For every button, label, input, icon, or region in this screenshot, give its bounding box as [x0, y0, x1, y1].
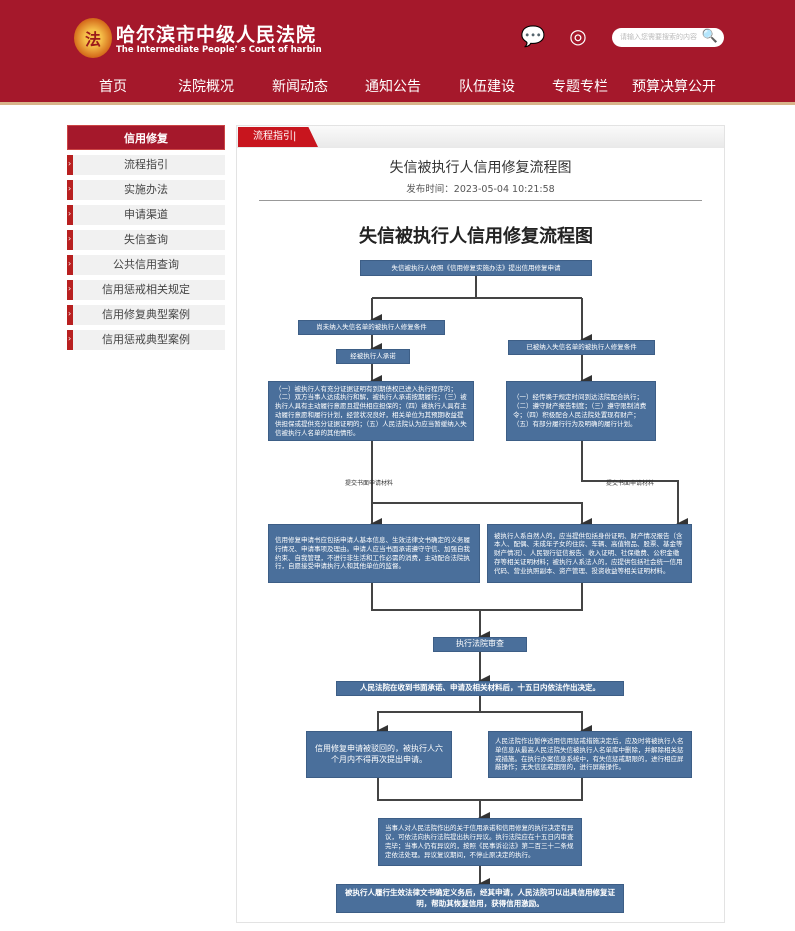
main-nav: 首页 法院概况 新闻动态 通知公告 队伍建设 专题专栏 预算决算公开: [65, 76, 735, 98]
nav-home[interactable]: 首页: [99, 79, 127, 95]
wechat-icon[interactable]: 💬: [520, 24, 546, 48]
weibo-icon[interactable]: ◎: [569, 24, 587, 48]
flow-right-list: （一）经传唤于规定时间到达法院配合执行；（二）遵守财产报告制度；（三）遵守限制消…: [506, 381, 656, 441]
article-title: 失信被执行人信用修复流程图: [389, 160, 572, 176]
sidebar-item-public-credit-query[interactable]: 公共信用查询: [67, 254, 225, 275]
flow-decision: 人民法院在收到书面承诺、申请及相关材料后，十五日内依法作出决定。: [336, 681, 624, 696]
sidebar-item-label: 申请渠道: [124, 208, 168, 221]
arrow-icon: [67, 229, 73, 250]
nav-topics[interactable]: 专题专栏: [552, 79, 608, 95]
flowchart-title: 失信被执行人信用修复流程图: [359, 226, 593, 247]
sidebar-item-label: 信用惩戒相关规定: [102, 283, 190, 296]
arrow-icon: [67, 154, 73, 175]
sidebar-item-punishment-cases[interactable]: 信用惩戒典型案例: [67, 329, 225, 350]
submit-label-right: 提交书面申请材料: [606, 480, 655, 487]
flow-objection: 当事人对人民法院作出的关于信用承诺和信用修复的执行决定有异议，可依法向执行法院提…: [378, 818, 582, 866]
flow-rejected: 信用修复申请被驳回的，被执行人六个月内不得再次提出申请。: [306, 731, 452, 778]
sidebar-item-channels[interactable]: 申请渠道: [67, 204, 225, 225]
flow-left-materials: 信用修复申请书应包括申请人基本信息、生效法律文书确定的义务履行情况、申请事项及理…: [268, 524, 480, 583]
flow-approved: 人民法院作出暂停适用信用惩戒措施决定后，应及时将被执行人名单信息从最高人民法院失…: [488, 731, 692, 778]
flow-right-materials: 被执行人系自然人的，应当提供包括身份证明、财产情况报告（含本人、配偶、未成年子女…: [487, 524, 692, 583]
divider: [259, 200, 702, 201]
search-icon[interactable]: 🔍: [701, 29, 718, 44]
search-placeholder: 请输入您需要搜索的内容: [620, 33, 697, 41]
flow-review: 执行法院审查: [433, 637, 527, 652]
arrow-icon: [67, 204, 73, 225]
nav-notices[interactable]: 通知公告: [365, 79, 421, 95]
sidebar-item-label: 实施办法: [124, 183, 168, 196]
tab-process-guide[interactable]: 流程指引|: [238, 127, 318, 147]
nav-news[interactable]: 新闻动态: [272, 79, 328, 95]
sidebar-item-label: 公共信用查询: [113, 258, 179, 271]
arrow-icon: [67, 279, 73, 300]
nav-budget[interactable]: 预算决算公开: [632, 79, 716, 95]
arrow-icon: [67, 329, 73, 350]
sidebar-item-label: 流程指引: [124, 158, 168, 171]
sidebar-item-repair-cases[interactable]: 信用修复典型案例: [67, 304, 225, 325]
sidebar-item-label: 信用修复典型案例: [102, 308, 190, 321]
sidebar-item-label: 失信查询: [124, 233, 168, 246]
sidebar-item-label: 信用惩戒典型案例: [102, 333, 190, 346]
sidebar-title: 信用修复: [67, 125, 225, 150]
flow-final: 被执行人履行生效法律文书确定义务后，经其申请，人民法院可以出具信用修复证明，帮助…: [336, 884, 624, 913]
site-header: 法 哈尔滨市中级人民法院 The Intermediate People’ s …: [0, 0, 795, 105]
nav-court-overview[interactable]: 法院概况: [178, 79, 234, 95]
site-subtitle: The Intermediate People’ s Court of harb…: [116, 45, 322, 55]
arrow-icon: [67, 304, 73, 325]
flow-left-promise: 经被执行人承诺: [336, 349, 410, 364]
search-input[interactable]: 请输入您需要搜索的内容 🔍: [612, 28, 724, 47]
nav-team[interactable]: 队伍建设: [459, 79, 515, 95]
flow-left-condition: 尚未纳入失信名单的被执行人修复条件: [298, 320, 445, 335]
sidebar-item-measures[interactable]: 实施办法: [67, 179, 225, 200]
site-title[interactable]: 哈尔滨市中级人民法院: [116, 24, 317, 46]
sidebar-item-process-guide[interactable]: 流程指引: [67, 154, 225, 175]
flow-right-condition: 已被纳入失信名单的被执行人修复条件: [508, 340, 655, 355]
arrow-icon: [67, 254, 73, 275]
submit-label-left: 提交书面申请材料: [345, 480, 394, 487]
publish-date: 发布时间：2023-05-04 10:21:58: [406, 184, 555, 195]
sidebar-item-regulations[interactable]: 信用惩戒相关规定: [67, 279, 225, 300]
sidebar-item-dishonesty-query[interactable]: 失信查询: [67, 229, 225, 250]
arrow-icon: [67, 179, 73, 200]
flow-left-list: （一）被执行人有充分证据证明有到期债权已进入执行程序的；（二）双方当事人达成执行…: [268, 381, 474, 441]
sidebar: 信用修复 流程指引 实施办法 申请渠道 失信查询 公共信用查询 信用惩戒相关规定…: [67, 125, 225, 350]
flow-start: 失信被执行人依照《信用修复实施办法》提出信用修复申请: [360, 260, 592, 276]
article-panel: 流程指引| 失信被执行人信用修复流程图 发布时间：2023-05-04 10:2…: [236, 125, 725, 923]
tab-bar: 流程指引|: [237, 126, 724, 148]
court-emblem-logo[interactable]: 法: [74, 18, 112, 58]
